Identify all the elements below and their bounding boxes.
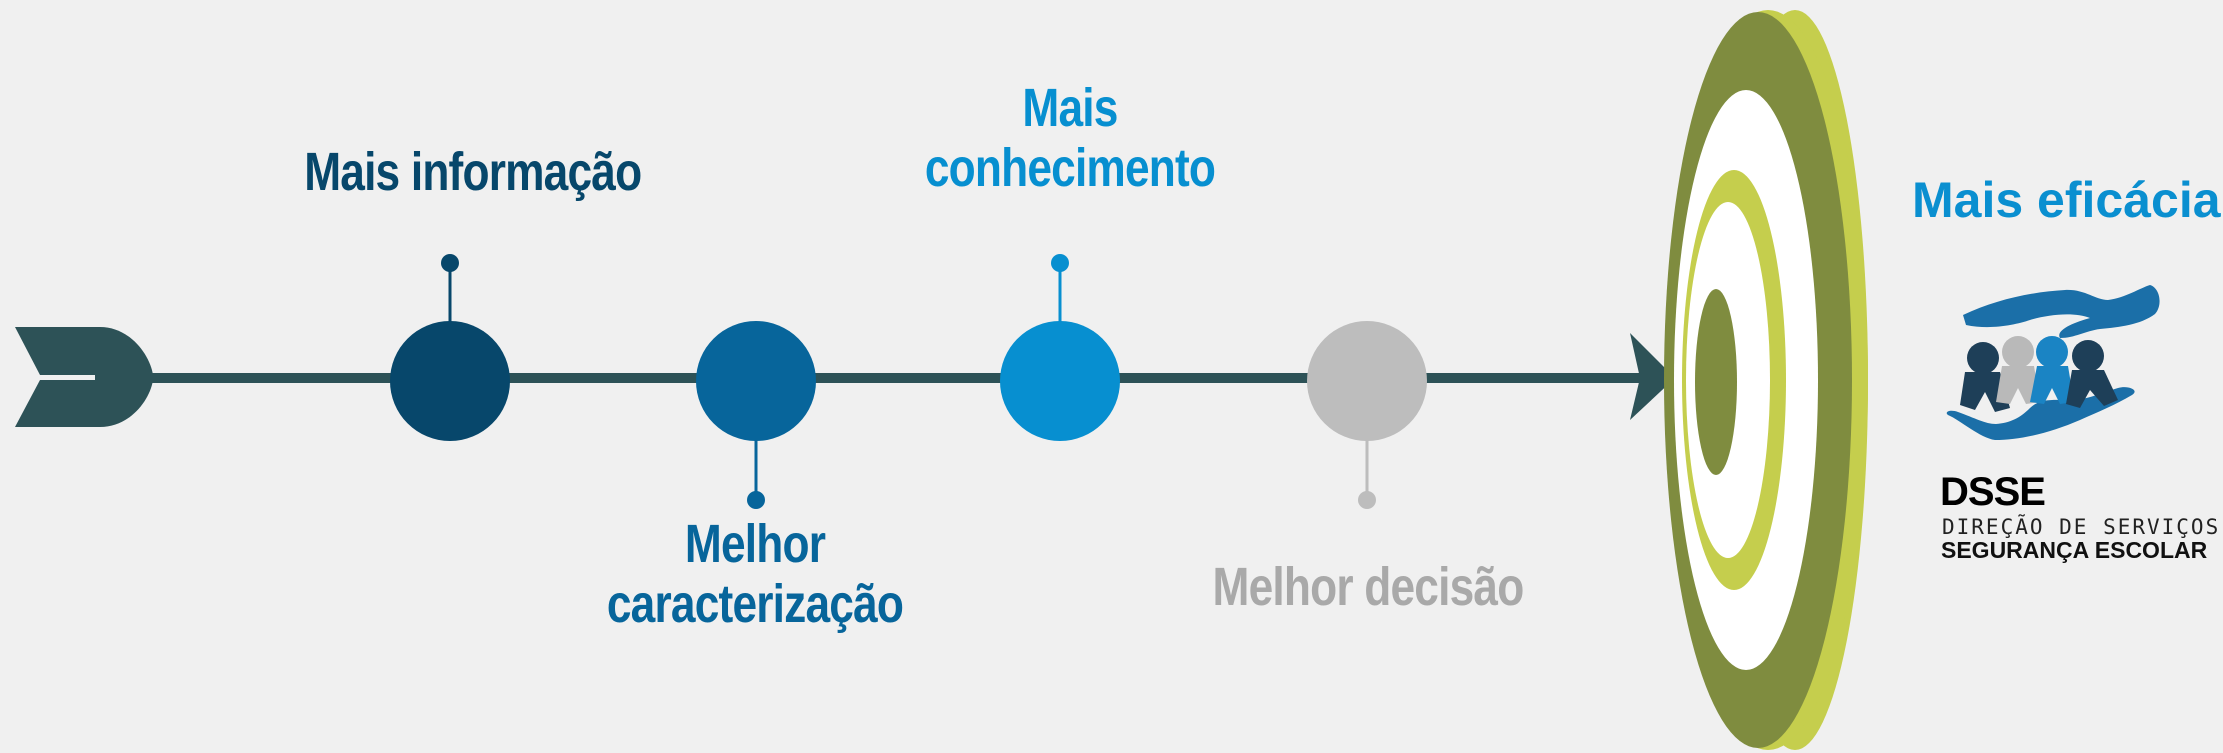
logo-subtitle-line1: DIREÇÃO DE SERVIÇOS (1942, 515, 2221, 539)
step-label-line: Melhor decisão (1212, 557, 1525, 617)
step-label-line: Melhor (684, 514, 826, 574)
step-node (696, 321, 816, 441)
step-node (1000, 321, 1120, 441)
goal-label-text: Mais eficácia (1912, 172, 2221, 228)
arrow-head (1630, 333, 1675, 420)
step-label-line: Mais informação (304, 142, 642, 202)
arrow-shaft (95, 373, 1650, 383)
goal-label: Mais eficácia (1912, 172, 2223, 228)
step-pin (441, 254, 459, 272)
step-pin (1051, 254, 1069, 272)
step-label-melhor-decisao: Melhor decisão (1212, 557, 1525, 617)
step-pin (1358, 491, 1376, 509)
step-node (390, 321, 510, 441)
logo-subtitle-line2: SEGURANÇA ESCOLAR (1941, 537, 2208, 563)
step-label-line: Mais (1022, 78, 1118, 138)
arrow-fletching (15, 380, 153, 427)
logo-title: DSSE (1940, 470, 2046, 514)
step-label-line: conhecimento (924, 138, 1216, 199)
step-label-mais-conhecimento: Mais conhecimento (914, 78, 1226, 199)
dsse-logo-icon (1946, 285, 2160, 440)
arrow-fletching (15, 327, 153, 375)
target-icon (1664, 10, 1868, 750)
step-label-line: caracterização (606, 574, 904, 635)
step-pin (747, 491, 765, 509)
step-label-mais-informacao: Mais informação (304, 142, 642, 202)
step-label-melhor-caracterizacao: Melhor caracterização (599, 514, 911, 635)
step-node (1307, 321, 1427, 441)
